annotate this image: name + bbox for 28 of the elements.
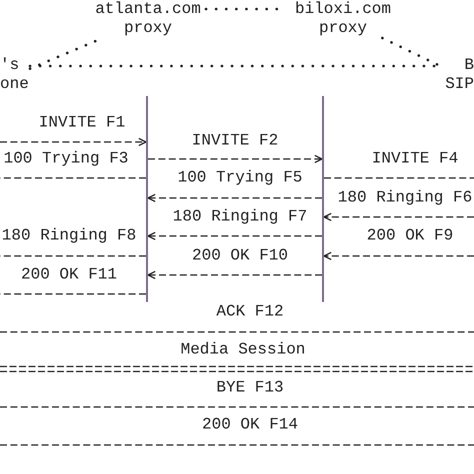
message-label: Media Session [180,340,306,360]
message-arrow [147,270,322,280]
message-arrow [323,212,474,222]
message-arrow [148,154,323,164]
lifeline [146,96,148,302]
message-label: BYE F13 [216,378,284,398]
message-label: 200 OK F9 [366,226,454,246]
endpoint-label: atlanta.com proxy [90,0,206,38]
endpoint-label: 's one [0,56,30,94]
message-label: INVITE F1 [38,114,126,132]
message-arrow [0,138,147,146]
message-label: 100 Trying F5 [178,168,302,188]
message-arrow [147,232,322,240]
message-label: 200 OK F10 [192,246,288,266]
message-label: ACK F12 [216,302,284,322]
endpoint-label: biloxi.com proxy [285,0,401,38]
lifeline [322,96,324,302]
message-label: 100 Trying F3 [4,150,128,168]
message-label: INVITE F4 [372,150,458,168]
message-label: 200 OK F11 [21,266,117,284]
message-label: 180 Ringing F7 [172,208,308,226]
message-label: 180 Ringing F8 [2,226,136,246]
message-label: 200 OK F14 [202,416,298,434]
endpoint-label: B SIP [444,56,474,94]
message-arrow [323,252,474,260]
message-label: 180 Ringing F6 [338,188,472,208]
message-label: INVITE F2 [192,132,278,150]
message-arrow [147,194,322,202]
